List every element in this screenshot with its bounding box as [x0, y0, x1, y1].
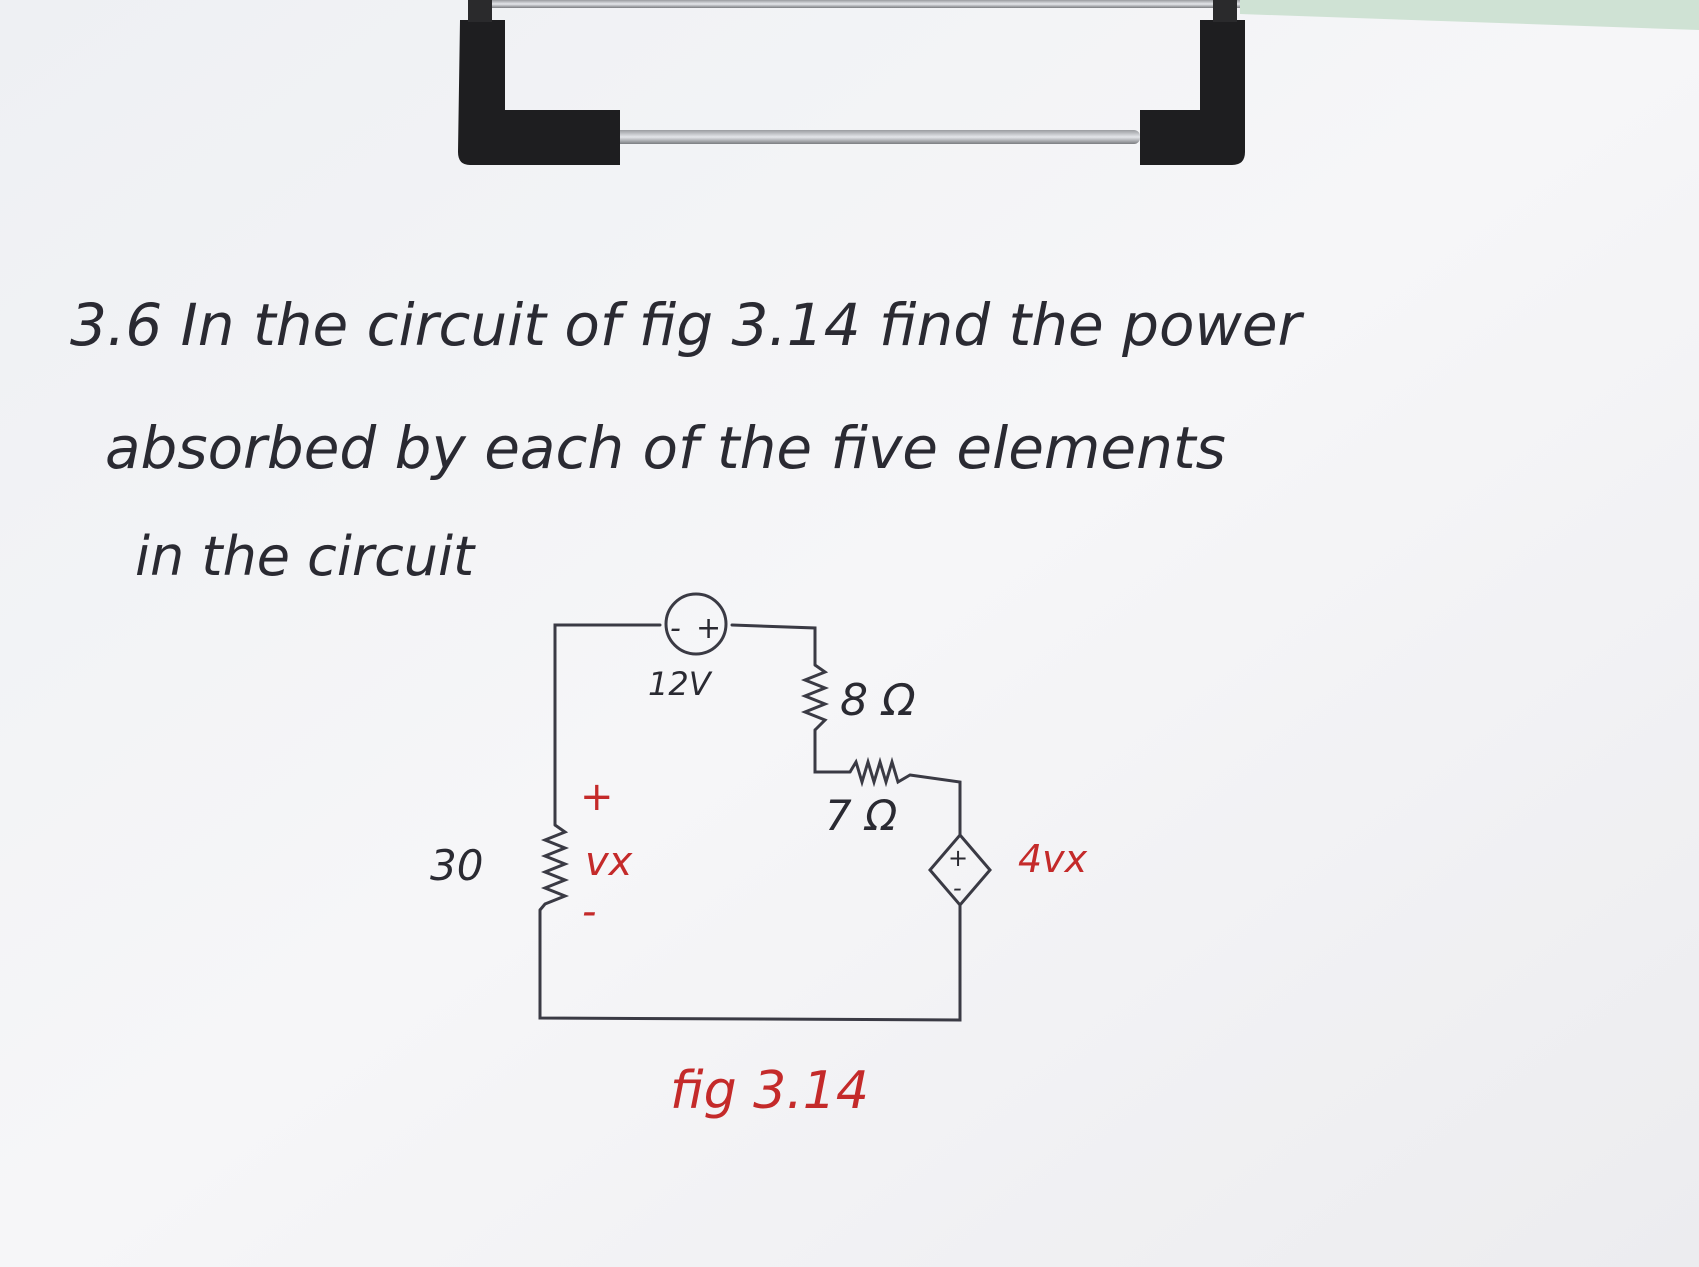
svg-text:-: - — [953, 874, 962, 902]
circuit-wires — [538, 623, 962, 1022]
vx-minus: - — [582, 889, 596, 935]
svg-text:+: + — [696, 611, 721, 646]
source-label: 12V — [648, 665, 713, 703]
svg-text:+: + — [948, 844, 968, 872]
resistor-30-ohm — [538, 823, 570, 911]
svg-text:-: - — [670, 611, 681, 646]
resistor-8-ohm — [800, 663, 830, 732]
background-strip — [1240, 0, 1699, 30]
resistor-30-label: 30 — [430, 841, 483, 890]
clipboard-clip — [458, 0, 1245, 165]
dependent-source: + - — [928, 832, 992, 908]
resistor-8-label: 8 Ω — [840, 675, 916, 726]
resistor-7-ohm — [848, 756, 911, 788]
figure-caption: fig 3.14 — [670, 1061, 869, 1121]
vx-label: vx — [585, 839, 633, 885]
resistor-7-label: 7 Ω — [825, 791, 897, 840]
voltage-source-12v: - + — [664, 592, 728, 656]
dependent-source-label: 4vx — [1018, 837, 1088, 881]
problem-line-3: in the circuit — [135, 525, 476, 588]
problem-line-1: 3.6 In the circuit of fig 3.14 find the … — [70, 291, 1305, 359]
vx-plus: + — [580, 774, 614, 820]
problem-line-2: absorbed by each of the five elements — [105, 414, 1226, 482]
